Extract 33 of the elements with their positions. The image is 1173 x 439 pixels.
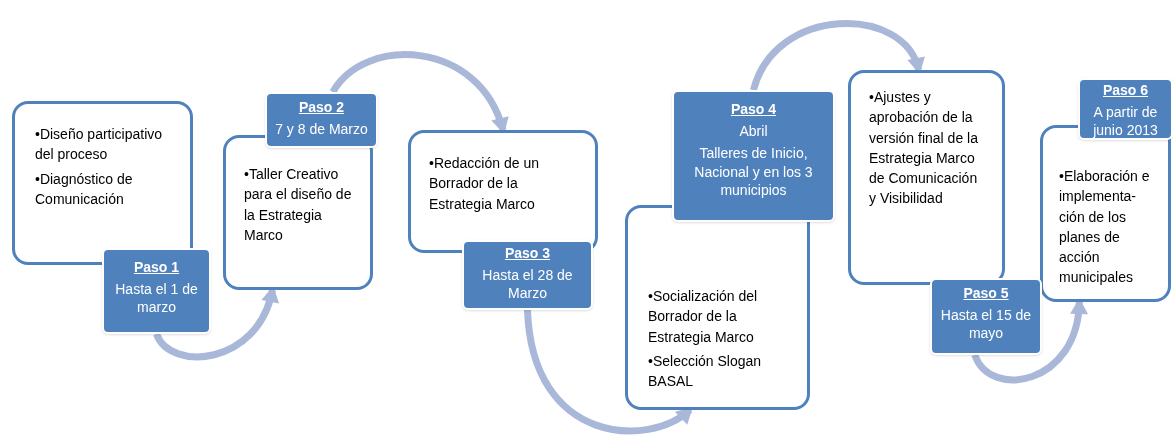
step-heading: Paso 3 [504,244,551,263]
step-heading: Paso 5 [963,284,1009,303]
bullet-text: •Socialización del Borrador de la Estrategia Marco [648,287,759,347]
step-heading: Paso 4 [730,100,777,119]
bullet-text: •Redacción de un Borrador de la Estrategia Marco [429,154,540,214]
step-date: Hasta el 15 de mayo [939,306,1033,343]
bullet-text: •Diseño participativo del proceso [35,125,164,165]
curved-arrow [524,309,693,435]
step-heading: Paso 2 [298,98,345,117]
curved-arrow [750,20,923,92]
step-card [1040,125,1171,302]
step-card [848,70,1005,285]
bullet-text: •Diagnóstico de Comunicación [35,169,134,209]
step-card [625,205,810,410]
step-date: Hasta el 1 de marzo [114,280,199,317]
step-date: 7 y 8 de Marzo [275,120,368,139]
step-date: Abril [739,122,768,141]
step-card [223,135,373,290]
step-tab [265,92,378,148]
bullet-text: •Elaboración e implementa- ción de los planes de acción municipales [1059,167,1151,288]
bullet-text: •Taller Creativo para el diseño de la Estrategia Marco [244,165,352,245]
step-date: Hasta el 28 de Marzo [481,266,574,303]
step-heading: Paso 1 [133,258,180,277]
bullet-text: •Selección Slogan BASAL [648,351,763,392]
step-date: A partir de junio 2013 [1092,103,1159,140]
step-heading: Paso 6 [1102,81,1149,100]
step-tab [1078,78,1173,140]
step-tab [930,278,1042,355]
bullet-text: •Ajustes y aprobación de la versión final de la Estrategia Marco de Comunicación y Visibilidad [869,88,979,209]
step-tab [102,248,211,334]
step-date: Talleres de Inicio, Nacional y en los 3 municipios [693,144,814,199]
step-tab [672,90,835,222]
step-tab [462,240,593,310]
